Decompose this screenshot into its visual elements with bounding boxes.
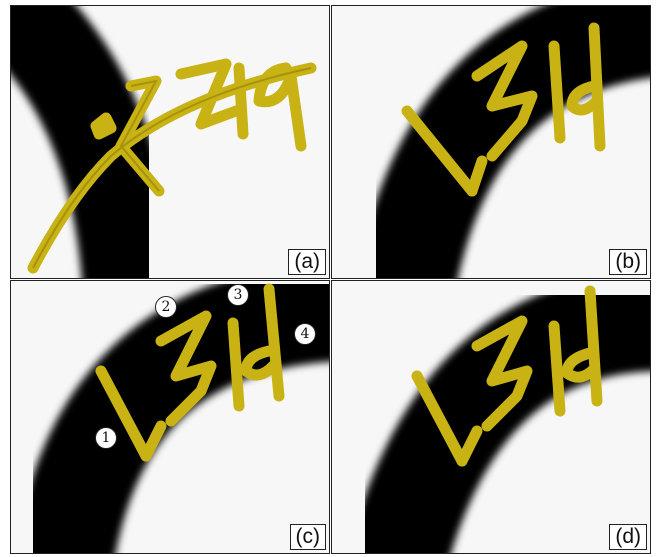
panel-c: 1 2 3 4 (c) — [10, 280, 330, 554]
panel-c-label: (c) — [290, 524, 327, 550]
panel-c-image — [11, 281, 329, 553]
panel-a-label: (a) — [288, 249, 326, 275]
panel-a: (a) — [10, 5, 330, 279]
marker-2: 2 — [155, 296, 177, 318]
panel-d-image — [332, 281, 650, 553]
panel-b-label: (b) — [609, 249, 647, 275]
marker-4: 4 — [294, 323, 316, 345]
panel-b-image — [332, 6, 650, 278]
panel-a-image — [11, 6, 329, 278]
panel-b: (b) — [331, 5, 651, 279]
marker-3: 3 — [227, 284, 249, 306]
panel-d: (d) — [331, 280, 651, 554]
panel-d-label: (d) — [609, 524, 647, 550]
marker-1: 1 — [95, 427, 117, 449]
